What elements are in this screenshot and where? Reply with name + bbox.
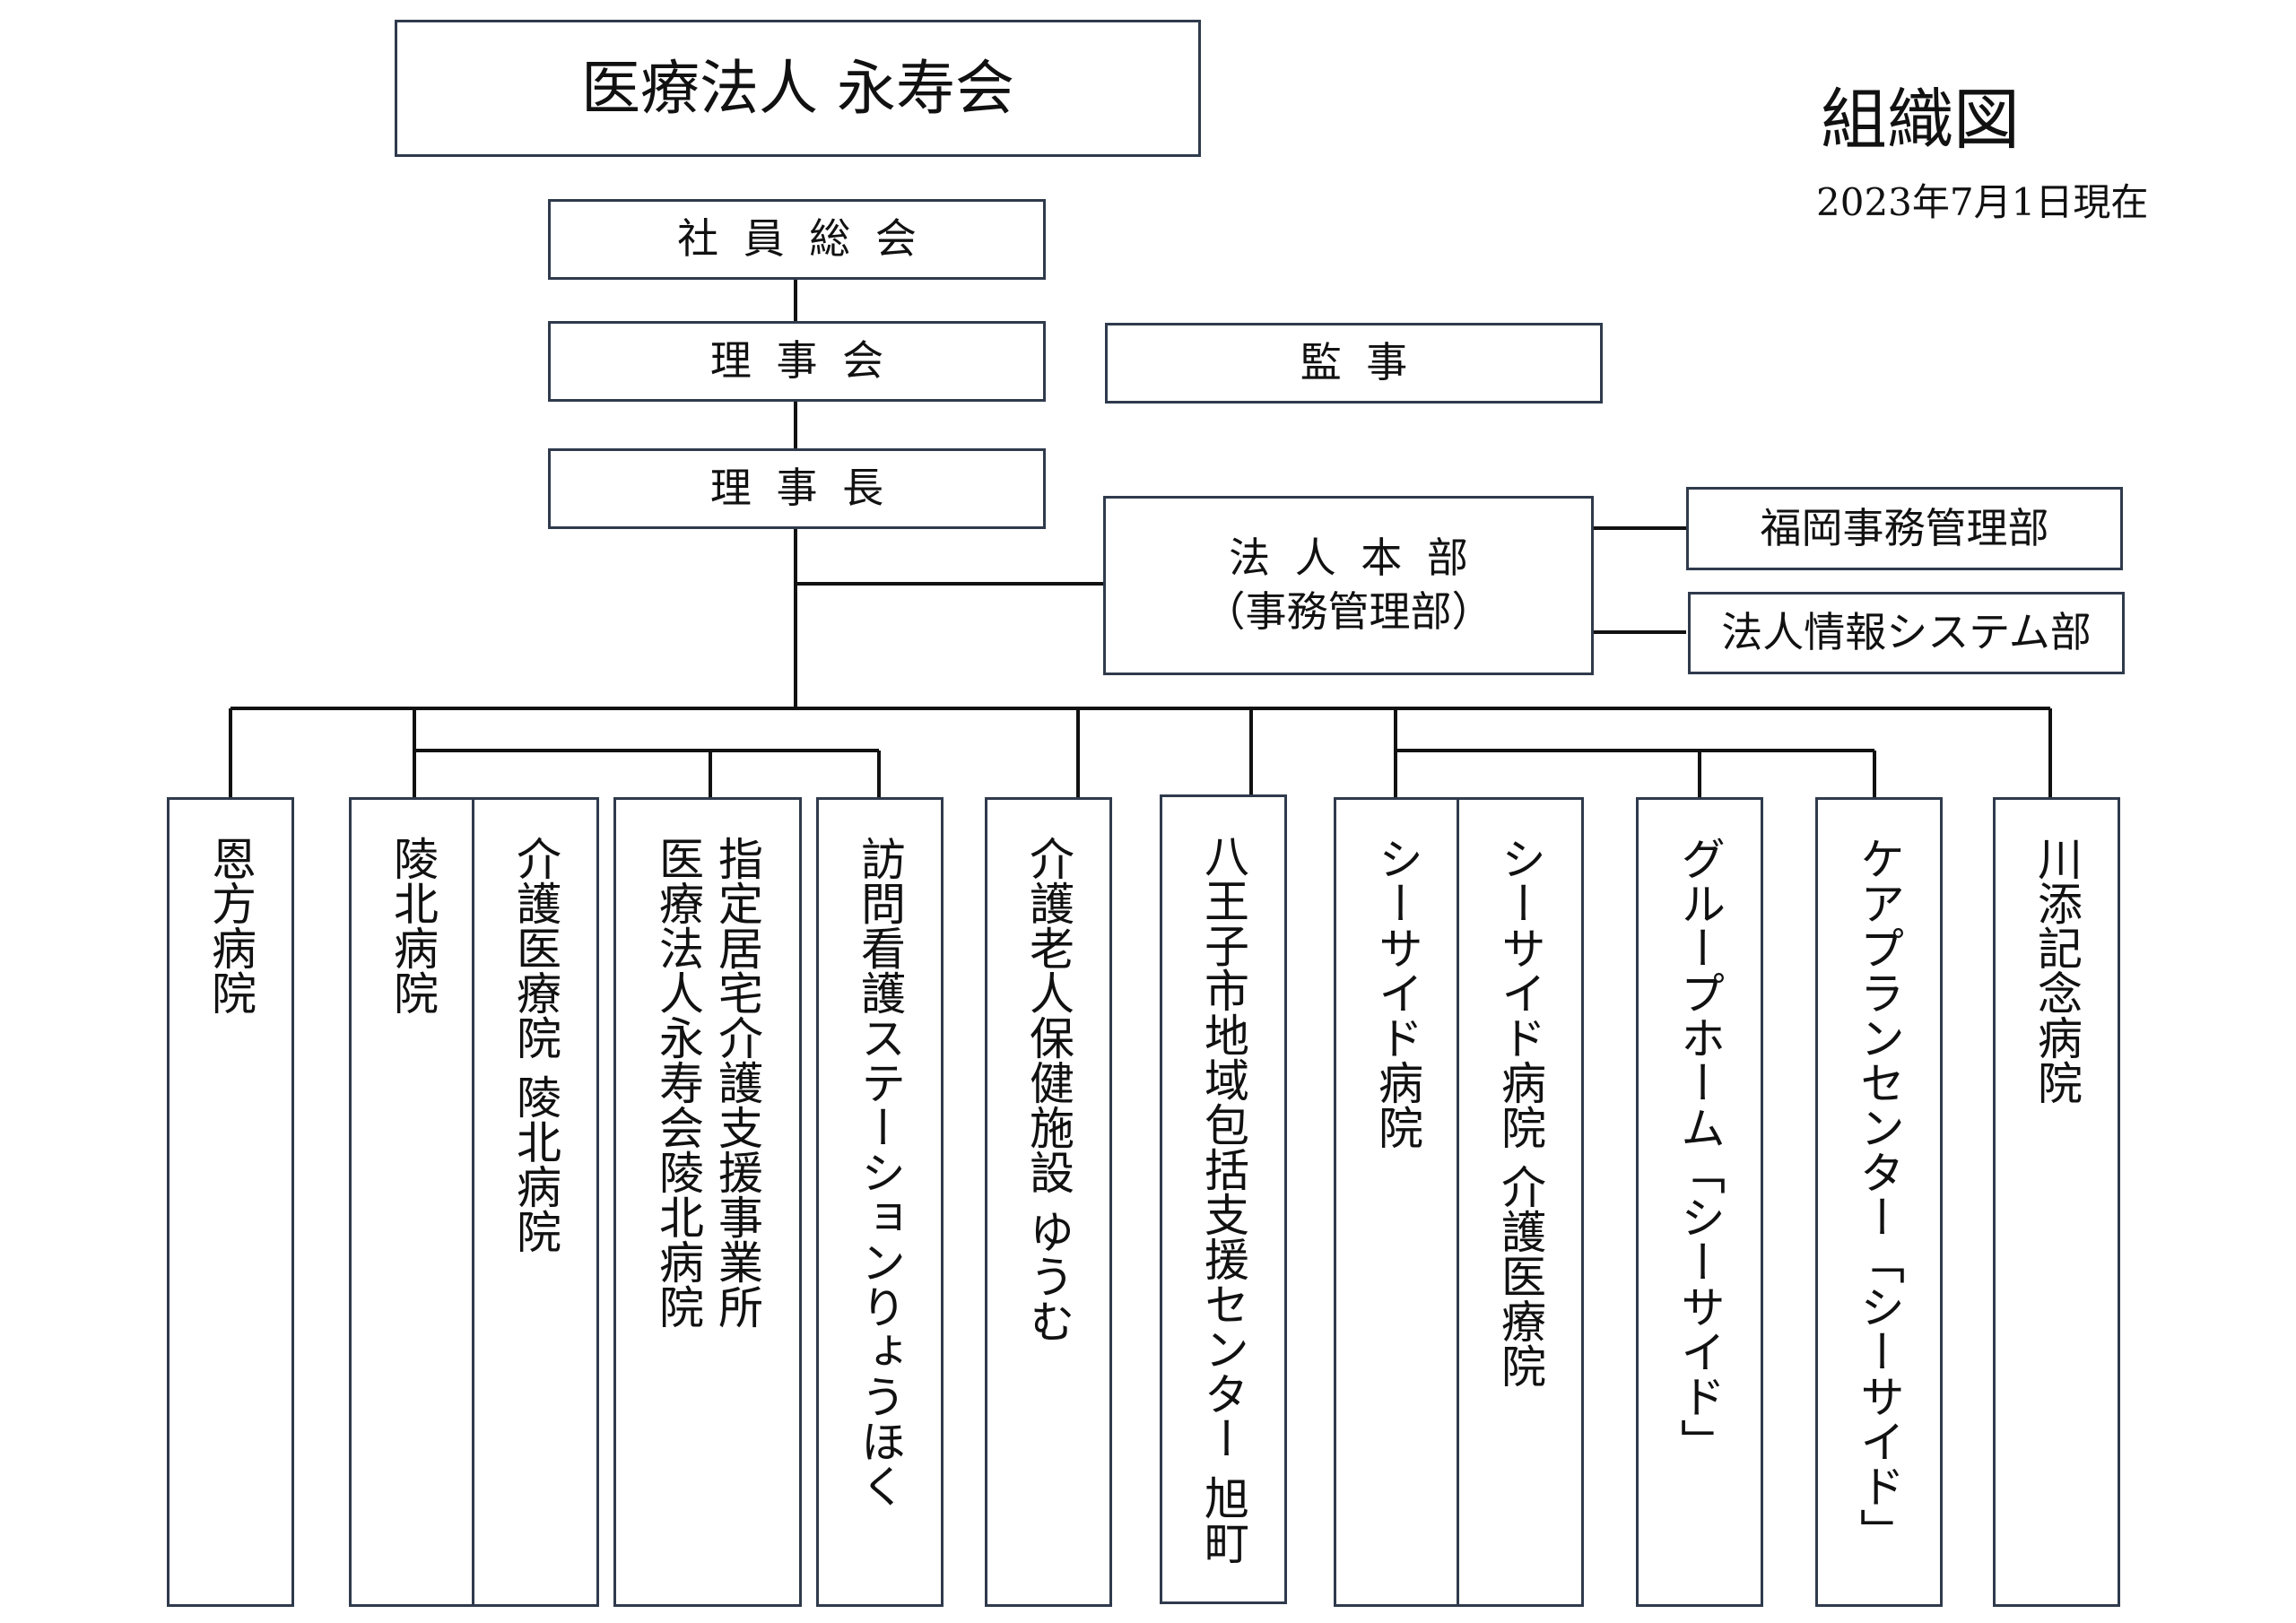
facility-label: 川添記念病院: [2031, 836, 2083, 1105]
fukuoka-admin-label: 福岡事務管理部: [1760, 503, 2049, 552]
chairman-label: 理事長: [709, 464, 909, 513]
general-meeting-label: 社員総会: [677, 214, 942, 264]
facility-kyotaku-support: 指定居宅介護支援事業所 医療法人永寿会陵北病院: [613, 797, 802, 1607]
headquarters-sublabel: （事務管理部）: [1204, 587, 1493, 636]
facility-care-plan-center: ケアプランセンター「シーサイド」: [1815, 797, 1943, 1607]
facility-group-home: グループホーム「シーサイド」: [1636, 797, 1763, 1607]
as-of-date: 2023年7月1日現在: [1816, 180, 2149, 224]
facility-label: 指定居宅介護支援事業所 医療法人永寿会陵北病院: [652, 836, 763, 1329]
board-box: 理事会: [548, 321, 1046, 402]
it-systems-box: 法人情報システム部: [1688, 592, 2125, 674]
general-meeting-box: 社員総会: [548, 199, 1046, 280]
corporation-title: 医療法人 永寿会: [581, 53, 1014, 123]
facility-visiting-nursing: 訪問看護ステーションりょうほく: [816, 797, 944, 1607]
facility-label: グループホーム「シーサイド」: [1674, 836, 1726, 1463]
it-systems-label: 法人情報システム部: [1721, 608, 2092, 657]
facility-ryohoku-care-medical: 介護医療院 陵北病院: [472, 797, 599, 1607]
facility-yuumu: 介護老人保健施設 ゆうむ: [985, 797, 1112, 1607]
auditor-label: 監事: [1300, 338, 1432, 387]
facility-onkata-hospital: 恩方病院: [167, 797, 294, 1607]
facility-asahicho-center: 八王子市地域包括支援センター 旭町: [1160, 794, 1287, 1604]
facility-seaside-hospital: シーサイド病院: [1334, 797, 1461, 1607]
facility-kawazoe-hospital: 川添記念病院: [1993, 797, 2120, 1607]
facility-label: 陵北病院: [387, 836, 439, 1015]
facility-label: ケアプランセンター「シーサイド」: [1853, 836, 1905, 1553]
headquarters-label: 法人本部: [1229, 534, 1493, 583]
fukuoka-admin-box: 福岡事務管理部: [1686, 487, 2123, 570]
facility-ryohoku-hospital: 陵北病院: [349, 797, 476, 1607]
facility-label: 介護老人保健施設 ゆうむ: [1022, 836, 1074, 1343]
facility-label: 恩方病院: [204, 836, 257, 1015]
facility-seaside-care-medical: シーサイド病院 介護医療院: [1457, 797, 1584, 1607]
facility-label: 訪問看護ステーションりょうほく: [854, 836, 906, 1508]
document-title: 組織図: [1821, 82, 2020, 159]
facility-label: 介護医療院 陵北病院: [509, 836, 561, 1254]
auditor-box: 監事: [1105, 323, 1603, 404]
facility-label: シーサイド病院 介護医療院: [1494, 836, 1546, 1388]
facility-label: 八王子市地域包括支援センター 旭町: [1197, 833, 1249, 1565]
board-label: 理事会: [709, 336, 909, 386]
corporation-title-box: 医療法人 永寿会: [395, 20, 1201, 157]
facility-label: シーサイド病院: [1371, 836, 1423, 1150]
headquarters-box: 法人本部 （事務管理部）: [1103, 496, 1594, 675]
chairman-box: 理事長: [548, 448, 1046, 529]
